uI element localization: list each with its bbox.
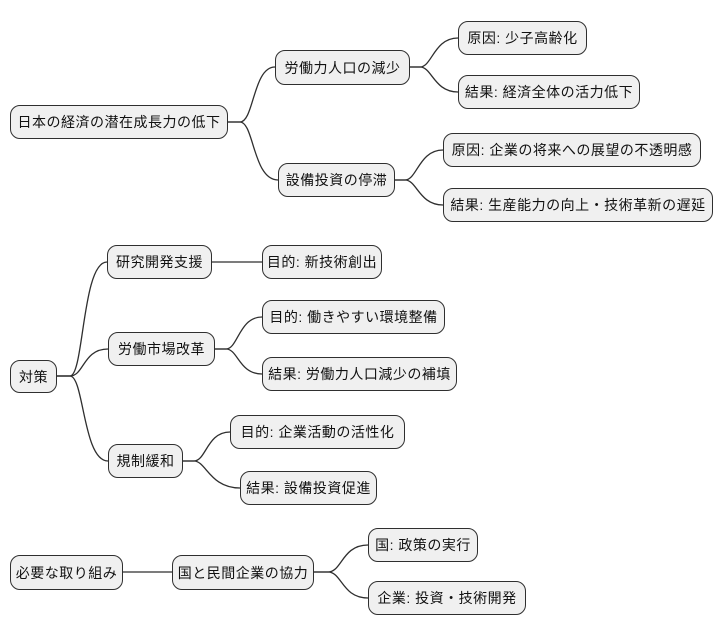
edge-investment-stagnation-to-cause: [394, 149, 444, 181]
node-purpose-business-activation: 目的: 企業活動の活性化: [230, 415, 405, 449]
node-countermeasures: 対策: [10, 360, 57, 393]
node-cause-aging-society: 原因: 少子高齢化: [458, 21, 587, 55]
edge-labor-decline-to-result: [409, 66, 459, 93]
edge-measures-to-deregulation: [56, 375, 109, 462]
edge-problem-root-to-labor-decline: [227, 66, 276, 123]
node-labor-population-decline: 労働力人口の減少: [275, 50, 410, 85]
node-labor-market-reform: 労働市場改革: [108, 332, 215, 366]
node-purpose-new-tech: 目的: 新技術創出: [262, 245, 382, 279]
node-rd-support: 研究開発支援: [107, 245, 212, 279]
node-capital-investment-stagnation: 設備投資の停滞: [278, 163, 395, 197]
node-corp-investment-tech: 企業: 投資・技術開発: [368, 581, 526, 615]
node-result-investment-promotion: 結果: 設備投資促進: [240, 471, 377, 505]
edge-problem-root-to-investment-stagnation: [227, 121, 279, 181]
node-result-economic-vitality-decline: 結果: 経済全体の活力低下: [458, 75, 640, 109]
edge-investment-stagnation-to-result: [394, 179, 444, 206]
node-result-labor-compensation: 結果: 労働力人口減少の補填: [262, 357, 457, 391]
edge-cooperation-to-companies: [313, 571, 369, 599]
node-gov-policy-execution: 国: 政策の実行: [368, 528, 478, 562]
edge-measures-to-rd-support: [56, 261, 108, 377]
node-necessary-initiatives: 必要な取り組み: [10, 555, 123, 590]
node-gov-private-cooperation: 国と民間企業の協力: [172, 555, 314, 590]
edge-labor-market-reform-to-purpose: [214, 316, 263, 350]
edge-measures-to-labor-market-reform: [56, 348, 109, 377]
node-cause-uncertain-outlook: 原因: 企業の将来への展望の不透明感: [443, 133, 701, 167]
edge-deregulation-to-purpose: [182, 431, 231, 462]
node-result-delayed-innovation: 結果: 生産能力の向上・技術革新の遅延: [443, 188, 713, 222]
edge-deregulation-to-result: [182, 460, 241, 489]
node-purpose-work-environment: 目的: 働きやすい環境整備: [262, 300, 445, 334]
edge-labor-decline-to-cause: [409, 37, 459, 68]
edge-labor-market-reform-to-result: [214, 348, 263, 375]
edge-cooperation-to-government: [313, 544, 369, 573]
node-deregulation: 規制緩和: [108, 444, 183, 478]
node-potential-growth-decline: 日本の経済の潜在成長力の低下: [10, 105, 228, 139]
